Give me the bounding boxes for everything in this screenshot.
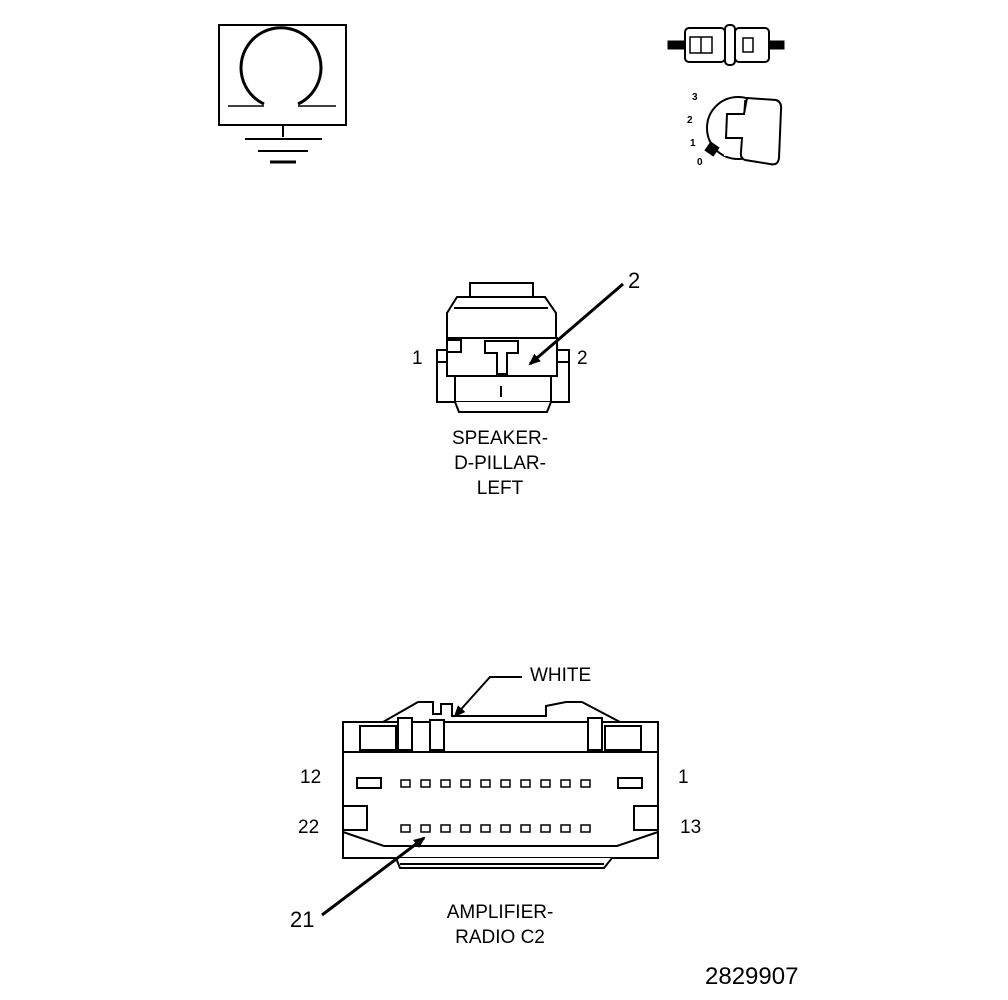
speaker-pin-1-label: 1 [412, 348, 423, 369]
switch-position-0: 0 [697, 157, 703, 168]
amplifier-callout-arrow [321, 836, 426, 917]
ground-symbol-icon [218, 24, 347, 164]
speaker-callout-number: 2 [628, 268, 641, 293]
figure-id: 2829907 [705, 963, 799, 990]
amplifier-title-line-2: RADIO C2 [455, 927, 545, 948]
amplifier-callout-number: 21 [290, 907, 315, 932]
switch-position-2: 2 [687, 115, 693, 126]
speaker-connector-body [436, 282, 570, 413]
speaker-title-line-2: D-PILLAR- [454, 453, 546, 474]
speaker-title-line-1: SPEAKER- [451, 428, 549, 449]
amplifier-connector-body [342, 701, 659, 869]
switch-position-1: 1 [690, 138, 696, 149]
speaker-title-line-3: LEFT [476, 478, 524, 499]
amplifier-pin-12-label: 12 [300, 767, 322, 788]
amplifier-pin-1-label: 1 [678, 767, 689, 788]
switch-position-3: 3 [692, 92, 698, 103]
speaker-callout-arrow [528, 282, 624, 366]
speaker-pin-2-label: 2 [577, 348, 588, 369]
white-leader-arrow [453, 676, 522, 718]
connector-plug-icon [667, 24, 785, 66]
ignition-key-icon [704, 96, 783, 166]
white-color-label: WHITE [530, 665, 592, 686]
amplifier-pin-22-label: 22 [298, 817, 320, 838]
amplifier-title-line-1: AMPLIFIER- [446, 902, 554, 923]
speaker-connector-title: SPEAKER- D-PILLAR- LEFT [430, 426, 570, 501]
amplifier-connector-title: AMPLIFIER- RADIO C2 [420, 900, 580, 950]
amplifier-pin-13-label: 13 [680, 817, 702, 838]
